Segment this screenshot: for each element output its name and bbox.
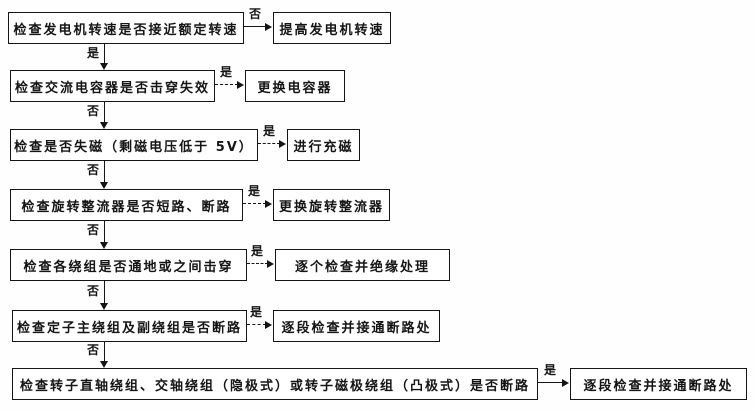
down-arrowhead-icon xyxy=(100,242,108,249)
down-connector-line xyxy=(104,342,105,361)
down-connector-line xyxy=(104,221,105,242)
branch-label-yes: 是 xyxy=(250,244,263,258)
down-arrowhead-icon xyxy=(100,182,108,189)
down-label-no: 否 xyxy=(86,223,99,237)
down-arrowhead-icon xyxy=(100,361,108,368)
check-box-demagnetized: 检查是否失磁（剩磁电压低于 5V） xyxy=(10,129,258,161)
action-box-reconnect-break-rotor: 逐段检查并接通断路处 xyxy=(570,368,747,400)
action-box-reconnect-break: 逐段检查并接通断路处 xyxy=(273,310,440,342)
check-box-stator-windings: 检查定子主绕组及副绕组是否断路 xyxy=(12,310,247,342)
right-arrowhead-icon xyxy=(237,81,244,89)
branch-label-yes: 是 xyxy=(247,184,260,198)
branch-arrow-line xyxy=(247,324,266,325)
check-box-generator-speed: 检查发电机转速是否接近额定转速 xyxy=(8,12,244,44)
down-label-no: 否 xyxy=(86,104,99,118)
branch-arrow-line xyxy=(244,26,266,27)
down-label-yes: 是 xyxy=(86,46,99,60)
action-box-replace-capacitor: 更换电容器 xyxy=(245,70,345,102)
branch-arrow-line xyxy=(215,84,238,85)
down-label-no: 否 xyxy=(86,343,99,357)
branch-arrow-line xyxy=(258,143,280,144)
down-connector-line xyxy=(104,102,105,122)
check-box-ac-capacitor: 检查交流电容器是否击穿失效 xyxy=(10,70,215,102)
down-connector-line xyxy=(104,281,105,303)
branch-label-yes: 是 xyxy=(543,363,556,377)
down-arrowhead-icon xyxy=(100,303,108,310)
branch-label-yes: 是 xyxy=(249,305,262,319)
check-box-winding-ground: 检查各绕组是否通地或之间击穿 xyxy=(10,249,247,281)
right-arrowhead-icon xyxy=(265,23,272,31)
down-arrowhead-icon xyxy=(100,122,108,129)
check-box-rotor-windings: 检查转子直轴绕组、交轴绕组（隐极式）或转子磁极绕组（凸极式）是否断路 xyxy=(12,368,538,400)
action-box-insulate: 逐个检查并绝缘处理 xyxy=(275,249,450,281)
down-arrowhead-icon xyxy=(100,63,108,70)
action-box-replace-rectifier: 更换旋转整流器 xyxy=(273,189,390,221)
right-arrowhead-icon xyxy=(265,321,272,329)
right-arrowhead-icon xyxy=(265,200,272,208)
down-connector-line xyxy=(104,44,105,64)
action-box-raise-speed: 提高发电机转速 xyxy=(273,12,391,44)
branch-label-yes: 是 xyxy=(262,124,275,138)
branch-label-yes: 是 xyxy=(219,65,232,79)
right-arrowhead-icon xyxy=(279,140,286,148)
action-box-recharge-magnetism: 进行充磁 xyxy=(287,129,360,161)
down-label-no: 否 xyxy=(86,163,99,177)
right-arrowhead-icon xyxy=(267,260,274,268)
branch-arrow-line xyxy=(247,263,268,264)
down-label-no: 否 xyxy=(86,284,99,298)
down-connector-line xyxy=(104,161,105,182)
branch-label-no: 否 xyxy=(248,7,261,21)
branch-arrow-line xyxy=(538,382,563,383)
branch-arrow-line xyxy=(243,203,266,204)
right-arrowhead-icon xyxy=(562,379,569,387)
check-box-rotating-rectifier: 检查旋转整流器是否短路、断路 xyxy=(10,189,243,221)
